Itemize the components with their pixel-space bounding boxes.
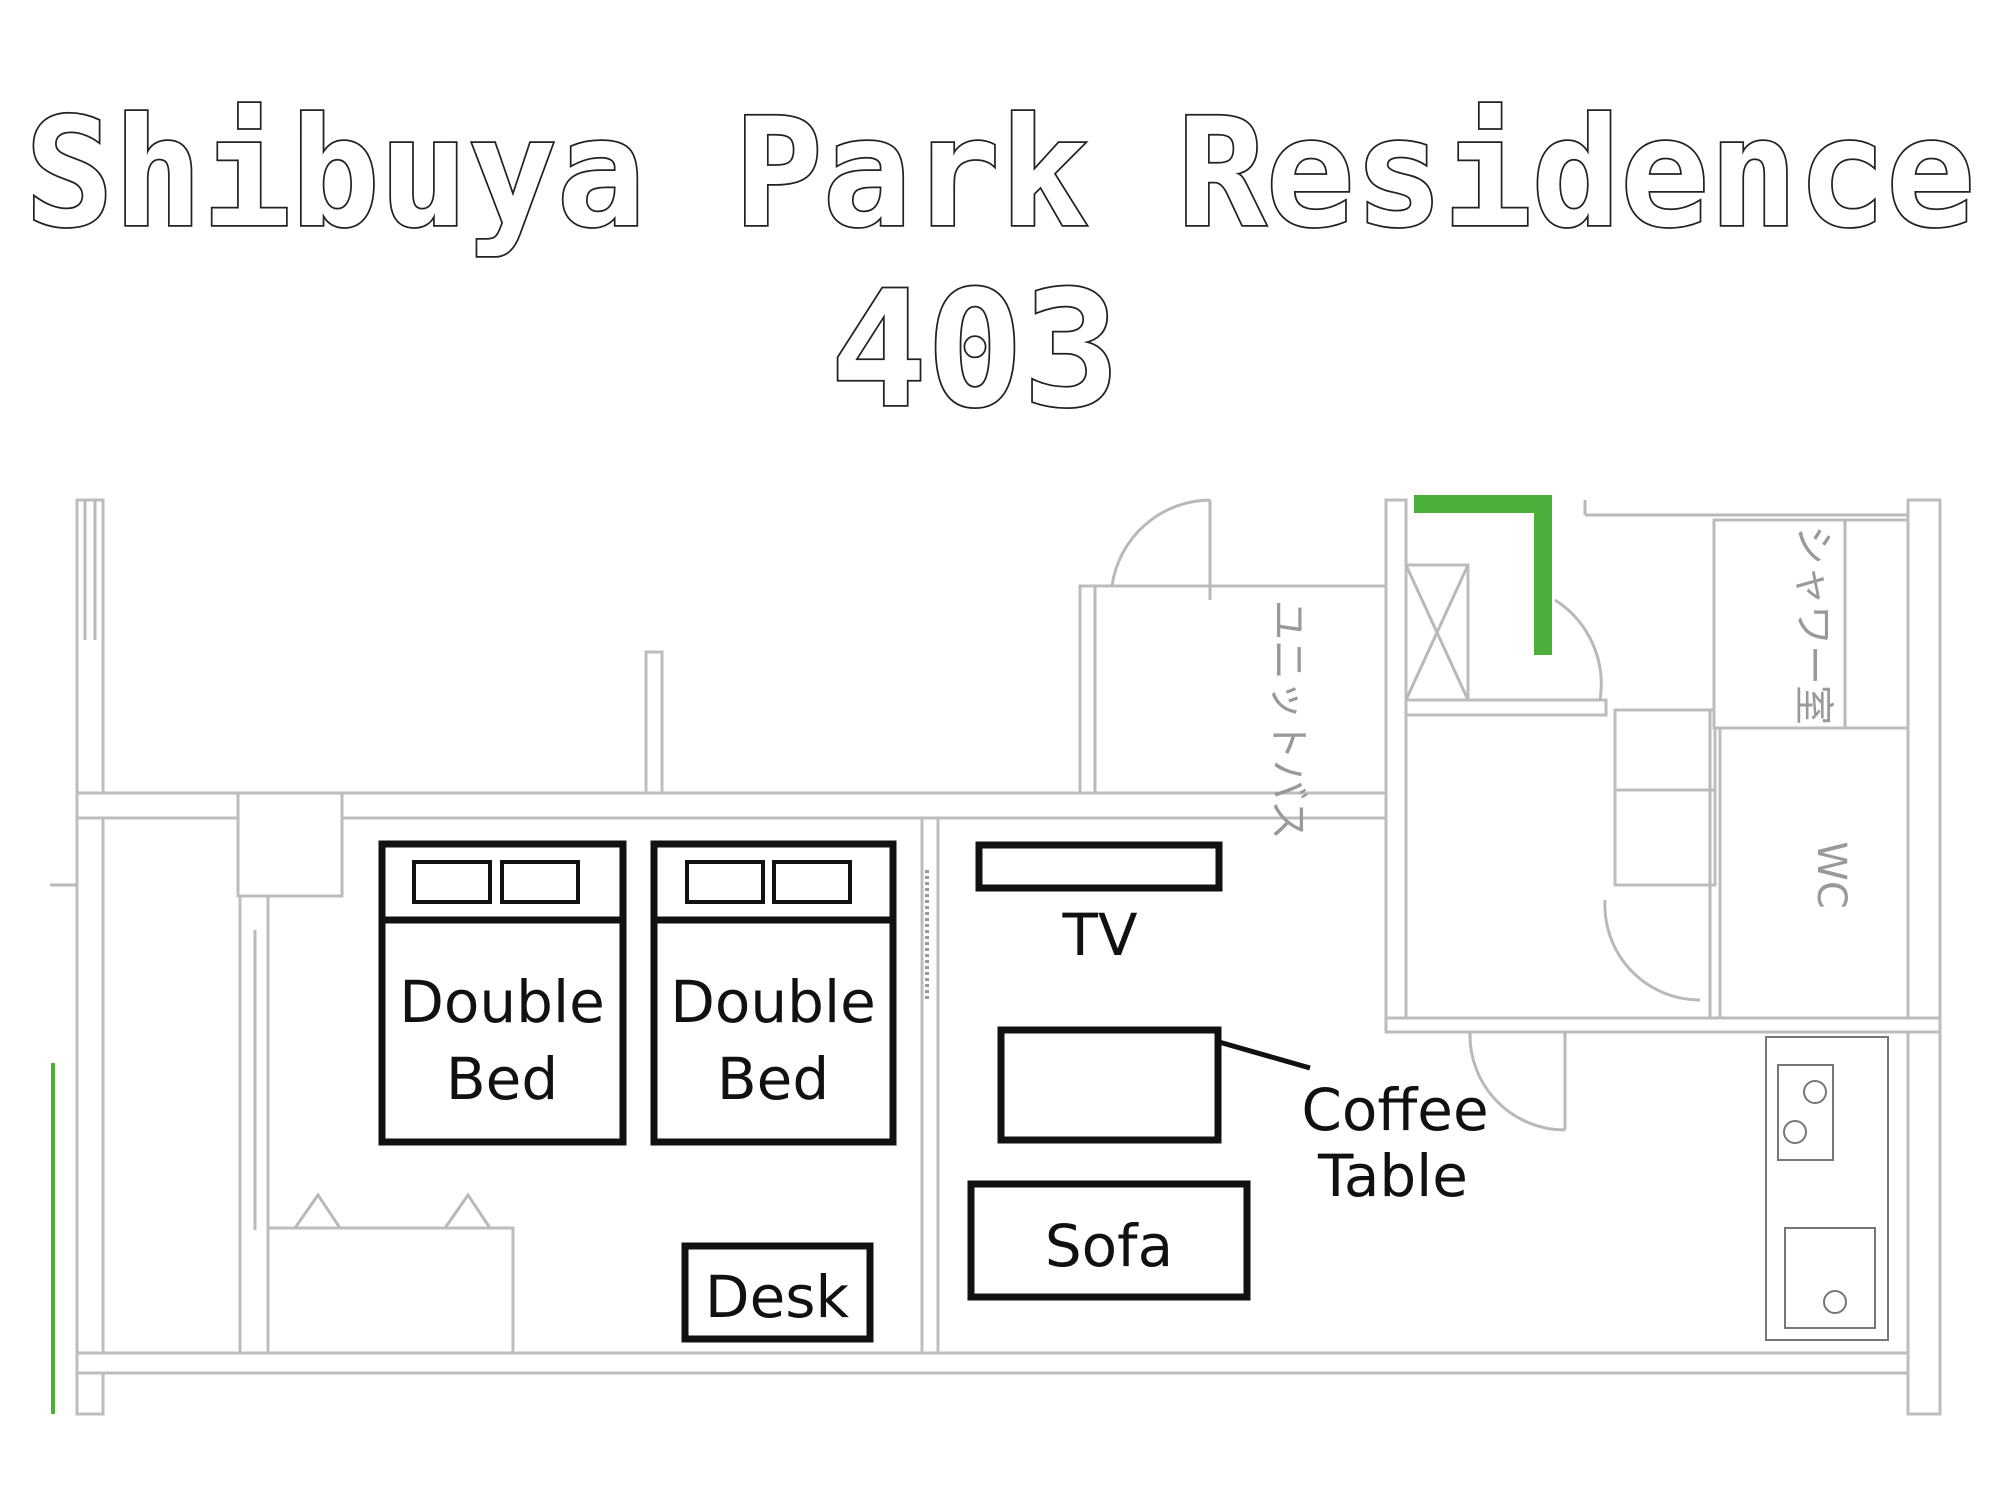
wc-room bbox=[1718, 726, 1910, 1020]
stub-wall bbox=[644, 650, 664, 795]
pillow bbox=[412, 860, 492, 904]
bed-label: Double bbox=[670, 968, 876, 1036]
bottom-wall bbox=[75, 1351, 1942, 1375]
pillow bbox=[500, 860, 580, 904]
shower-room bbox=[1712, 518, 1910, 730]
bed-label: Double bbox=[399, 968, 605, 1036]
coffee-table: Coffee Table bbox=[997, 1026, 1489, 1210]
pillow bbox=[685, 860, 765, 904]
unit-number: 403 bbox=[831, 256, 1120, 443]
left-wall bbox=[75, 498, 105, 1416]
partition-wall bbox=[920, 816, 940, 1355]
bed-label: Bed bbox=[717, 1045, 829, 1113]
green-wall-marker bbox=[1414, 495, 1552, 655]
tv: TV bbox=[975, 841, 1223, 969]
unit-bath-room bbox=[1078, 584, 1400, 795]
column bbox=[236, 791, 344, 898]
bed-label: Bed bbox=[446, 1045, 558, 1113]
stove-burner bbox=[1777, 1064, 1834, 1161]
closet bbox=[266, 1226, 515, 1355]
sofa: Sofa bbox=[967, 1180, 1251, 1301]
coffee-table-label: Coffee bbox=[1301, 1076, 1488, 1144]
coffee-table-label: Table bbox=[1317, 1142, 1468, 1210]
wc-label: WC bbox=[1808, 841, 1854, 908]
walls bbox=[50, 498, 1942, 1416]
sink bbox=[1784, 1227, 1876, 1329]
right-wall bbox=[1906, 498, 1942, 1416]
desk-label: Desk bbox=[705, 1263, 850, 1331]
desk: Desk bbox=[681, 1242, 874, 1343]
shower-room-label: シャワー室 bbox=[1790, 525, 1836, 725]
tv-label: TV bbox=[1061, 901, 1137, 969]
sofa-label: Sofa bbox=[1045, 1212, 1173, 1280]
leader-line bbox=[1218, 1039, 1311, 1071]
double-bed-1: Double Bed bbox=[378, 840, 627, 1146]
property-title: Shibuya Park Residence bbox=[25, 87, 1975, 261]
unit-bath-label: ユニットバス bbox=[1265, 600, 1311, 840]
double-bed-2: Double Bed bbox=[650, 840, 897, 1146]
pillow bbox=[772, 860, 852, 904]
